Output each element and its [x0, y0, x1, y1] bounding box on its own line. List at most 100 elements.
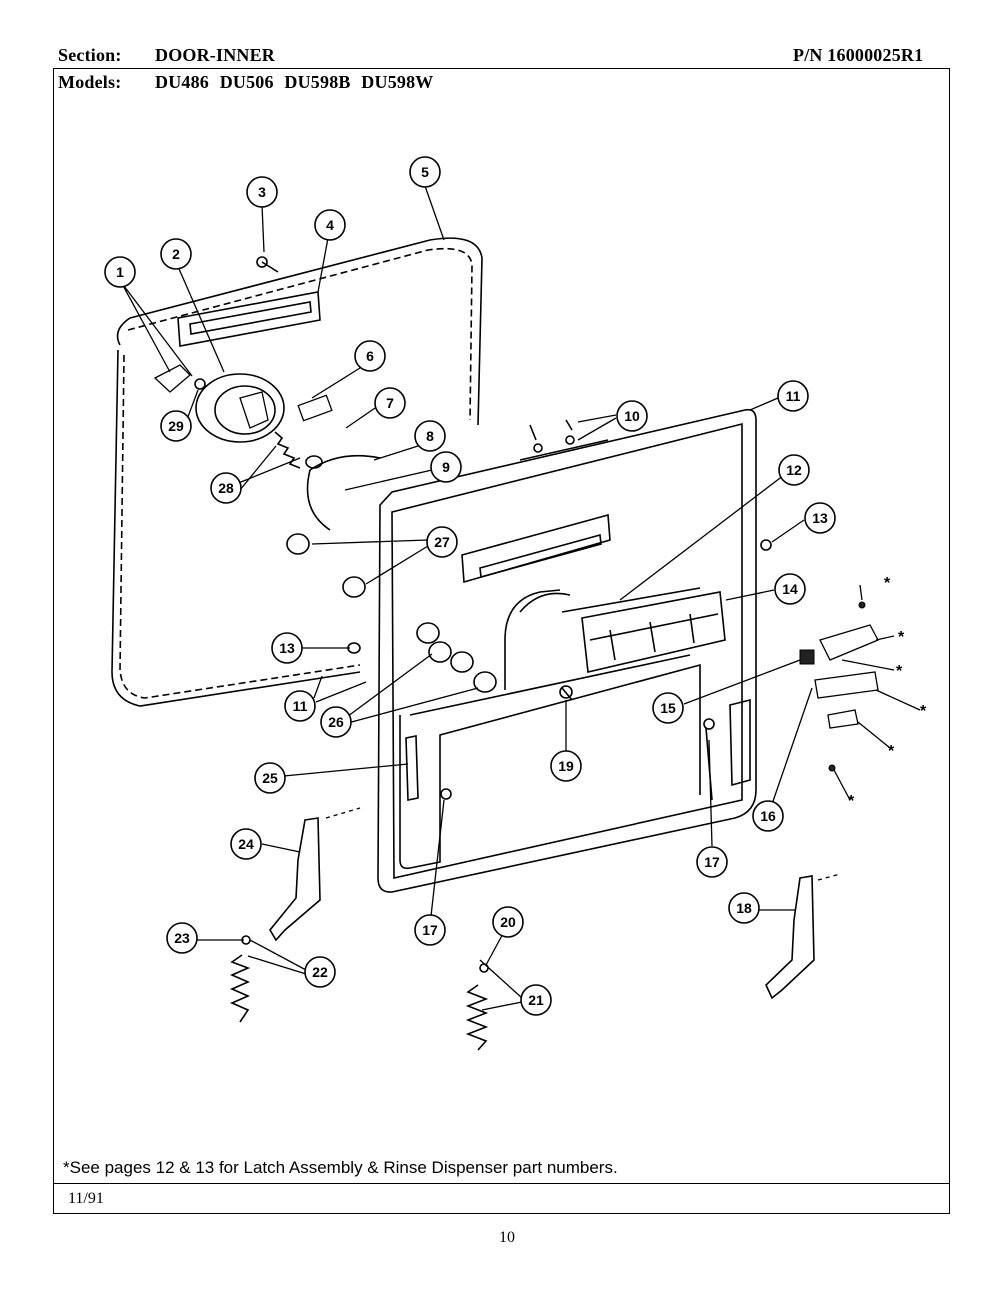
callout-22: 22	[304, 956, 336, 988]
section-value: DOOR-INNER	[155, 45, 276, 65]
opening-ring	[306, 454, 571, 613]
screw-3	[256, 256, 279, 273]
stud-19	[559, 685, 573, 701]
outer-door-panel	[111, 237, 483, 707]
svg-text:13: 13	[812, 510, 828, 526]
svg-text:24: 24	[238, 836, 254, 852]
callout-21: 21	[520, 984, 552, 1016]
callout-2: 2	[160, 238, 192, 270]
callout-10: 10	[616, 400, 648, 432]
callout-1: 1	[104, 256, 136, 288]
svg-text:14: 14	[782, 581, 798, 597]
leader-lines	[119, 185, 921, 1011]
asterisk-marker: *	[920, 703, 927, 720]
knob-spring	[274, 431, 323, 469]
callout-29: 29	[160, 410, 192, 442]
svg-text:25: 25	[262, 770, 278, 786]
callout-23: 23	[166, 922, 198, 954]
callout-15: 15	[652, 692, 684, 724]
callout-6: 6	[354, 340, 386, 372]
svg-text:28: 28	[218, 480, 234, 496]
models-label: Models:	[58, 72, 122, 92]
svg-text:21: 21	[528, 992, 544, 1008]
models-value: DU486 DU506 DU598B DU598W	[155, 72, 434, 92]
callout-5: 5	[409, 156, 441, 188]
asterisk-marker: *	[848, 793, 855, 810]
callout-11-right: 11	[777, 380, 809, 412]
svg-text:29: 29	[168, 418, 184, 434]
revision-date: 11/91	[68, 1190, 104, 1207]
hinge-guide-lines	[325, 807, 841, 881]
svg-text:19: 19	[558, 758, 574, 774]
page-number: 10	[499, 1229, 515, 1246]
svg-text:16: 16	[760, 808, 776, 824]
svg-text:17: 17	[704, 854, 720, 870]
svg-text:27: 27	[434, 534, 450, 550]
spring-22	[230, 935, 251, 1023]
hinge-18	[765, 875, 815, 1000]
svg-text:17: 17	[422, 922, 438, 938]
svg-text:11: 11	[786, 388, 801, 404]
callout-7: 7	[374, 387, 406, 419]
grommet-27a	[286, 533, 310, 555]
plugs-26	[416, 622, 497, 693]
svg-text:1: 1	[116, 264, 124, 280]
svg-text:5: 5	[421, 164, 429, 180]
hinge-24	[269, 817, 321, 942]
callout-9: 9	[430, 451, 462, 483]
callout-18: 18	[728, 892, 760, 924]
callout-4: 4	[314, 209, 346, 241]
svg-text:10: 10	[624, 408, 640, 424]
callout-16: 16	[752, 800, 784, 832]
asterisk-marker: *	[896, 663, 903, 680]
screw-13-right	[760, 539, 772, 551]
callout-3: 3	[246, 176, 278, 208]
svg-text:7: 7	[386, 395, 394, 411]
callout-17-left: 17	[414, 914, 446, 946]
callout-24: 24	[230, 828, 262, 860]
callout-25: 25	[254, 762, 286, 794]
outer-vent	[177, 291, 321, 347]
svg-text:26: 26	[328, 714, 344, 730]
svg-text:12: 12	[786, 462, 802, 478]
asterisk-marker: *	[884, 575, 891, 592]
callout-17-right: 17	[696, 846, 728, 878]
svg-text:20: 20	[500, 914, 516, 930]
grommet-27b	[342, 576, 366, 598]
callout-11-left: 11	[284, 690, 316, 722]
svg-text:23: 23	[174, 930, 190, 946]
hinge-25-bracket	[405, 735, 452, 801]
callout-8: 8	[414, 420, 446, 452]
asterisk-marker: *	[898, 629, 905, 646]
svg-text:4: 4	[326, 217, 334, 233]
callout-26: 26	[320, 706, 352, 738]
diagram-frame	[53, 68, 950, 1214]
inner-door-panel	[377, 408, 757, 893]
svg-text:18: 18	[736, 900, 752, 916]
switch-6	[297, 394, 333, 422]
selector-knob-assembly	[153, 364, 285, 443]
callout-13-right: 13	[804, 502, 836, 534]
svg-text:8: 8	[426, 428, 434, 444]
rinse-dispenser	[561, 587, 726, 673]
spring-21	[465, 963, 489, 1051]
screws-10	[529, 419, 575, 453]
svg-text:11: 11	[293, 698, 308, 714]
callout-19: 19	[550, 750, 582, 782]
svg-text:15: 15	[660, 700, 676, 716]
inner-vent	[461, 513, 611, 584]
svg-text:2: 2	[172, 246, 180, 262]
svg-text:9: 9	[442, 459, 450, 475]
svg-text:3: 3	[258, 184, 266, 200]
callout-20: 20	[492, 906, 524, 938]
section-label: Section:	[58, 45, 122, 65]
callout-12: 12	[778, 454, 810, 486]
svg-text:22: 22	[312, 964, 328, 980]
footnote: *See pages 12 & 13 for Latch Assembly & …	[63, 1158, 618, 1177]
callout-14: 14	[774, 573, 806, 605]
footer-divider	[53, 1183, 950, 1184]
latch-assembly	[799, 601, 879, 772]
callout-13-left: 13	[271, 632, 303, 664]
part-number: P/N 16000025R1	[793, 45, 924, 65]
